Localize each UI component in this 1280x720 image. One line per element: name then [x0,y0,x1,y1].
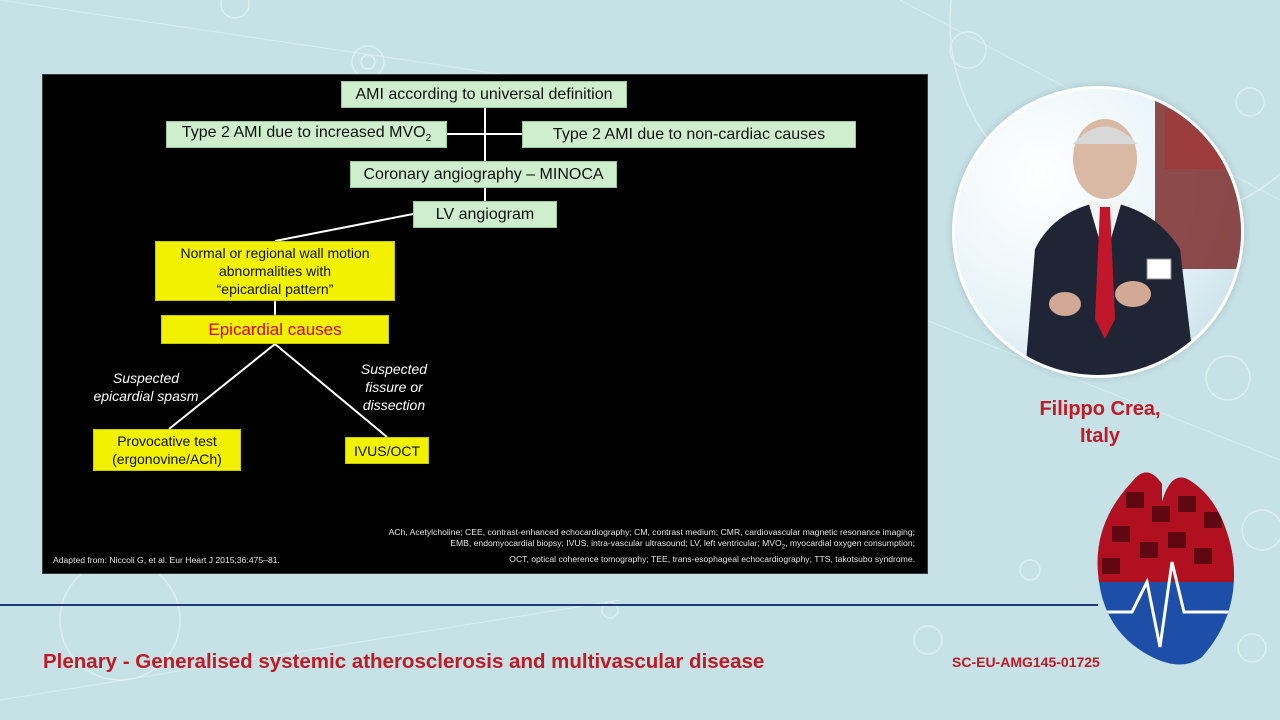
node-epicardial-causes: Epicardial causes [161,315,389,344]
node-type2-mvo2-label: Type 2 AMI due to increased MVO2 [181,124,432,145]
node-type2-mvo2: Type 2 AMI due to increased MVO2 [166,121,447,148]
connector-lv-to-wallmotion [274,213,414,242]
session-divider [0,604,1098,606]
session-code: SC-EU-AMG145-01725 [952,654,1100,670]
slide-source-citation: Adapted from: Niccoli G, et al. Eur Hear… [53,555,280,565]
connector-to-provocative [168,343,276,430]
speaker-name: Filippo Crea, Italy [1039,398,1161,447]
speaker-video [952,86,1244,378]
label-suspected-spasm: Suspected epicardial spasm [93,370,199,404]
node-ami-universal: AMI according to universal definition [341,81,627,108]
node-coronary-angiography: Coronary angiography – MINOCA [350,161,617,188]
node-provocative-test: Provocative test (ergonovine/ACh) [93,429,241,471]
speaker-illustration [1025,89,1241,375]
node-lv-angiogram: LV angiogram [413,201,557,228]
connector-to-ivus [274,343,388,438]
session-title: Plenary - Generalised systemic atheroscl… [43,650,765,673]
slide-panel: AMI according to universal definition Ty… [42,74,928,574]
node-wall-motion: Normal or regional wall motion abnormali… [155,241,395,301]
node-ivus-oct: IVUS/OCT [345,437,429,464]
label-suspected-fissure: Suspected fissure or dissection [360,361,428,413]
node-type2-noncardiac: Type 2 AMI due to non-cardiac causes [522,121,856,148]
diagram-connectors [168,107,522,438]
heart-logo [1097,472,1234,665]
slide-footnote: ACh, Acetylcholine; CEE, contrast-enhanc… [388,527,915,564]
